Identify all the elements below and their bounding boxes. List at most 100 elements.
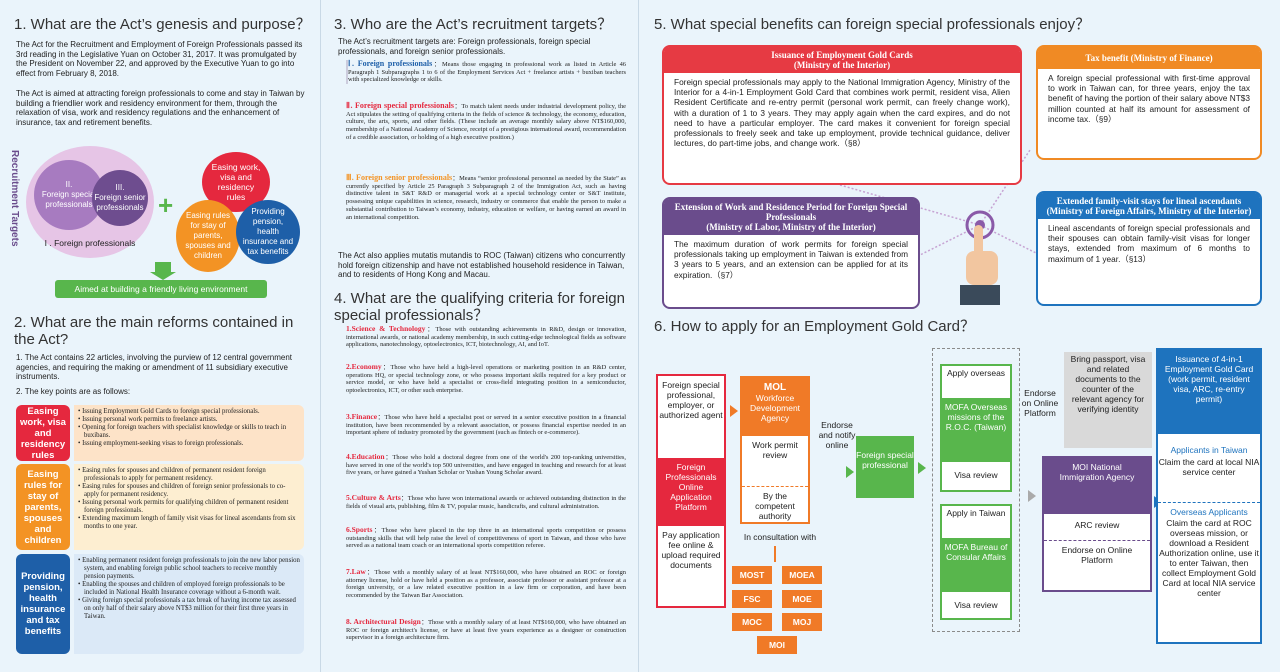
endorse-online-platform-label: Endorse on Online Platform xyxy=(1021,388,1059,418)
reform-item: • Issuing personal work permits for qual… xyxy=(78,499,289,514)
section-2-title: 2. What are the main reforms contained i… xyxy=(14,314,294,348)
competent-authority: By the competent authority xyxy=(742,486,808,521)
section-5-title: 5. What special benefits can foreign spe… xyxy=(654,16,1091,33)
criteria-text: ：Those with a monthly salary of at least… xyxy=(346,569,626,600)
criteria-text: ：Those who have placed in the top three … xyxy=(346,527,626,550)
easing-family-label: Easing rules for stay of parents, spouse… xyxy=(185,211,231,260)
ministry-MOI: MOI xyxy=(757,636,797,654)
overseas-applicants-text: Claim the card at ROC overseas mission, … xyxy=(1159,518,1259,598)
criteria-heading: 3.Finance xyxy=(346,412,378,421)
criteria-heading: 7.Law xyxy=(346,567,366,576)
endorse-online-moi: Endorse on Online Platform xyxy=(1044,540,1150,569)
easing-work-label: Easing work, visa and residency rules xyxy=(211,162,261,202)
ministry-MOC: MOC xyxy=(732,613,772,631)
extension-text: The maximum duration of work permits for… xyxy=(674,239,908,280)
ministry-MOEA: MOEA xyxy=(782,566,822,584)
mol-text: Workforce Development Agency xyxy=(749,393,801,423)
criteria-text: ：Those who have held a specialist post o… xyxy=(346,414,626,437)
reform-item: • Extending maximum length of family vis… xyxy=(78,515,296,530)
foreign-senior-professionals-label: III. Foreign senior professionals xyxy=(94,183,146,212)
arrow-icon xyxy=(730,405,738,417)
section-2-paragraph-1: 1. The Act contains 22 articles, involvi… xyxy=(16,353,293,382)
extension-benefit: Extension of Work and Residence Period f… xyxy=(662,197,920,309)
criteria-item: 4.Education：Those who hold a doctoral de… xyxy=(346,453,626,494)
reform-row-2-label: Easing rules for stay of parents, spouse… xyxy=(16,464,70,550)
tax-text: A foreign special professional with firs… xyxy=(1048,73,1251,124)
family-visit-text: Lineal ascendants of foreign special pro… xyxy=(1048,223,1250,264)
applicants-taiwan-heading: Applicants in Taiwan xyxy=(1170,445,1248,455)
section-1-paragraph-1: The Act for the Recruitment and Employme… xyxy=(16,40,303,78)
criteria-item: 2.Economy：Those who have held a high-lev… xyxy=(346,363,626,413)
reform-row-3-label: Providing pension, health insurance and … xyxy=(16,554,70,654)
recruitment-targets-label: Recruitment Targets xyxy=(9,150,20,247)
applicants-taiwan-text: Claim the card at local NIA service cent… xyxy=(1158,457,1260,477)
tax-benefit: Tax benefit (Ministry of Finance) A fore… xyxy=(1036,45,1262,160)
family-visit-benefit: Extended family-visit stays for lineal a… xyxy=(1036,191,1262,306)
target-special-professionals: Ⅱ. Foreign special professionals：To matc… xyxy=(346,102,626,142)
criteria-text: ：Those with outstanding achievements in … xyxy=(346,326,626,349)
criteria-item: 1.Science & Technology：Those with outsta… xyxy=(346,325,626,363)
target-2-text: ：To match talent needs under industrial … xyxy=(346,103,626,141)
bring-passport-box: Bring passport, visa and related documen… xyxy=(1064,352,1152,448)
criteria-item: 7.Law：Those with a monthly salary of at … xyxy=(346,568,626,618)
reform-row-2-box: • Easing rules for spouses and children … xyxy=(74,464,304,550)
ministry-FSC: FSC xyxy=(732,590,772,608)
ministry-MOE: MOE xyxy=(782,590,822,608)
section-1-title: 1. What are the Act’s genesis and purpos… xyxy=(14,16,311,33)
apply-taiwan-label: Apply in Taiwan xyxy=(946,508,1006,518)
reform-item: • Issuing personal work permits to freel… xyxy=(78,416,218,423)
section-3-note: The Act also applies mutatis mutandis to… xyxy=(338,251,626,280)
endorse-notify-label: Endorse and notify online xyxy=(818,420,856,450)
criteria-heading: 4.Education xyxy=(346,452,385,461)
criteria-text: ：Those who have won international awards… xyxy=(346,495,626,510)
reform-item: • Enabling the spouses and children of e… xyxy=(78,581,285,596)
criteria-heading: 8. Architectural Design xyxy=(346,617,421,626)
section-1-paragraph-2: The Act is aimed at attracting foreign p… xyxy=(16,89,305,127)
consult-line xyxy=(774,546,776,562)
arc-review: ARC review xyxy=(1074,520,1120,530)
work-permit-review: Work permit review xyxy=(752,440,798,460)
criteria-text: ：Those who hold a doctoral degree from o… xyxy=(346,454,626,477)
foreign-senior-professionals-circle: III. Foreign senior professionals xyxy=(92,170,148,226)
reform-item: • Giving foreign special professionals a… xyxy=(78,597,296,620)
hand-tap-icon xyxy=(948,215,1008,307)
visa-review-taiwan: Visa review xyxy=(954,600,998,610)
reform-item: • Issuing employment-seeking visas to fo… xyxy=(78,440,244,447)
applicant-box: Foreign special professional, employer, … xyxy=(659,380,723,420)
pension-label: Providing pension, health insurance and … xyxy=(242,207,294,256)
pension-circle: Providing pension, health insurance and … xyxy=(236,200,300,264)
criteria-item: 3.Finance：Those who have held a speciali… xyxy=(346,413,626,453)
criteria-heading: 1.Science & Technology xyxy=(346,324,426,333)
mofa-overseas-box: MOFA Overseas missions of the R.O.C. (Ta… xyxy=(942,398,1010,462)
visa-review-overseas: Visa review xyxy=(954,470,998,480)
mofa-consular-box: MOFA Bureau of Consular Affairs xyxy=(942,538,1010,592)
mol-heading: MOL xyxy=(763,382,787,393)
foreign-special-professional-box: Foreign special professional xyxy=(856,436,914,498)
mofa-group xyxy=(932,348,1020,632)
criteria-text: ：Those who have held a high-level operat… xyxy=(346,364,626,395)
target-3-text: ：Means “senior professional personnel as… xyxy=(346,175,626,221)
extension-heading: Extension of Work and Residence Period f… xyxy=(664,199,918,235)
reform-row-2: Easing rules for stay of parents, spouse… xyxy=(16,464,304,550)
criteria-text: ：Those with a monthly salary of at least… xyxy=(346,619,627,642)
criteria-heading: 2.Economy xyxy=(346,362,382,371)
gold-card-heading: Issuance of Employment Gold Cards (Minis… xyxy=(664,47,1020,73)
gold-card-text: Foreign special professionals may apply … xyxy=(674,77,1010,149)
reform-item: • Easing rules for spouses and children … xyxy=(78,483,286,498)
overseas-applicants-heading: Overseas Applicants xyxy=(1158,502,1260,517)
criteria-item: 6.Sports：Those who have placed in the to… xyxy=(346,526,626,568)
foreign-special-professionals-label: II. Foreign special professionals xyxy=(41,180,97,209)
target-foreign-professionals: Ⅰ. Foreign professionals：Means those eng… xyxy=(346,60,626,85)
arrow-icon xyxy=(918,462,926,474)
plus-icon: + xyxy=(158,190,174,220)
reform-row-3: Providing pension, health insurance and … xyxy=(16,554,304,654)
reform-row-3-box: • Enabling permanent resident foreign pr… xyxy=(74,554,304,654)
arrow-icon xyxy=(846,466,854,478)
section-6-title: 6. How to apply for an Employment Gold C… xyxy=(654,318,975,335)
section-2-paragraph-2: 2. The key points are as follows: xyxy=(16,387,131,396)
pay-fee-box: Pay application fee online & upload requ… xyxy=(661,530,721,570)
easing-family-circle: Easing rules for stay of parents, spouse… xyxy=(176,200,240,272)
target-3-heading: Ⅲ. Foreign senior professionals xyxy=(346,173,453,182)
target-senior-professionals: Ⅲ. Foreign senior professionals：Means “s… xyxy=(346,174,626,221)
